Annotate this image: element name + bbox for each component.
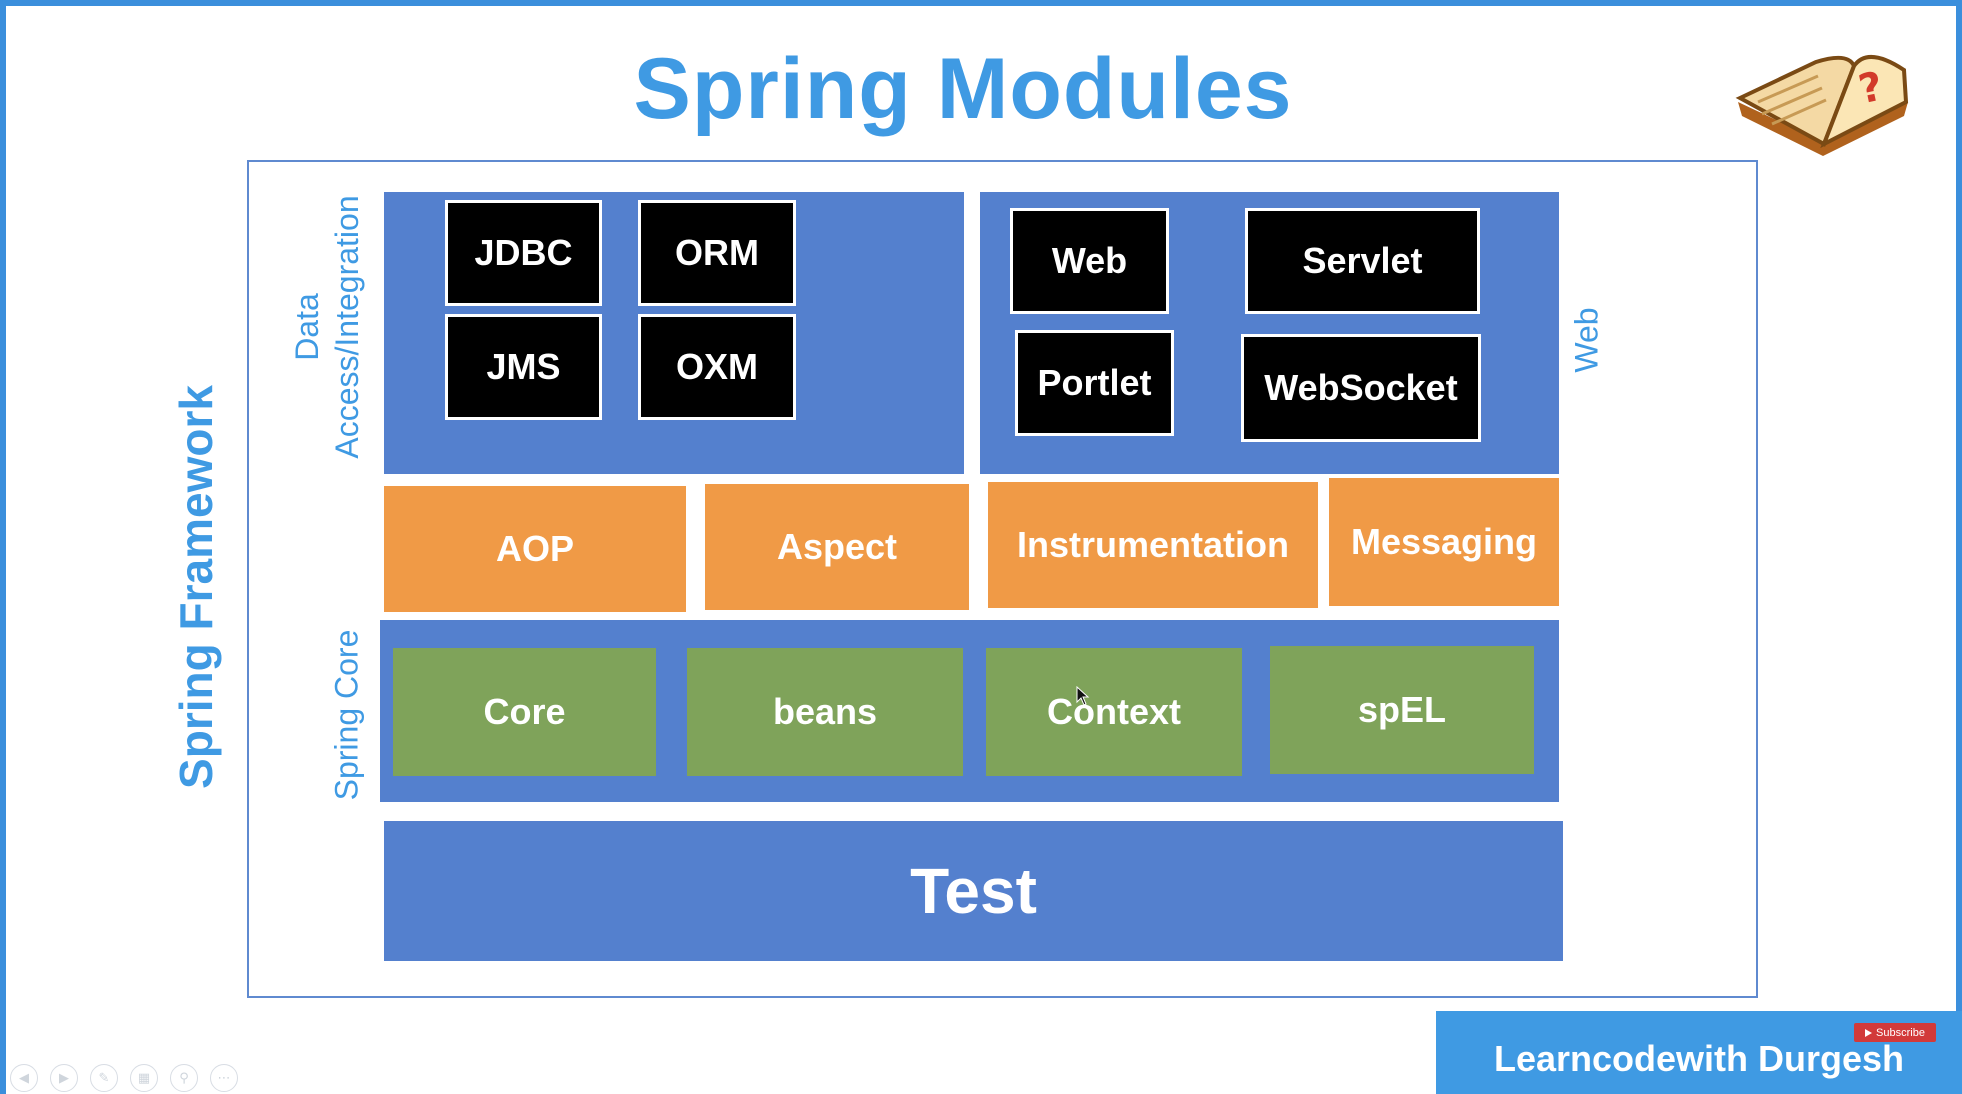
data-access-integration-label: Data Access/Integration xyxy=(289,195,365,459)
spring-framework-container xyxy=(247,160,1758,998)
slideshow-next-icon[interactable]: ▶ xyxy=(50,1064,78,1092)
slideshow-controls: ◀ ▶ ✎ ▦ ⚲ ⋯ xyxy=(10,1064,238,1092)
messaging-module: Messaging xyxy=(1329,478,1559,606)
oxm-module: OXM xyxy=(638,314,796,420)
spel-module: spEL xyxy=(1270,646,1534,774)
beans-module: beans xyxy=(687,648,963,776)
aop-module: AOP xyxy=(384,486,686,612)
servlet-module: Servlet xyxy=(1245,208,1480,314)
more-options-icon[interactable]: ⋯ xyxy=(210,1064,238,1092)
subscribe-button[interactable]: Subscribe xyxy=(1854,1023,1936,1042)
jdbc-module: JDBC xyxy=(445,200,602,306)
portlet-module: Portlet xyxy=(1015,330,1174,436)
cursor-icon xyxy=(1076,686,1090,706)
pen-icon[interactable]: ✎ xyxy=(90,1064,118,1092)
websocket-module: WebSocket xyxy=(1241,334,1481,442)
test-module: Test xyxy=(384,821,1563,961)
spring-core-label: Spring Core xyxy=(328,629,365,801)
subscribe-label: Subscribe xyxy=(1876,1026,1925,1039)
slideshow-previous-icon[interactable]: ◀ xyxy=(10,1064,38,1092)
web-module: Web xyxy=(1010,208,1169,314)
context-module: Context xyxy=(986,648,1242,776)
spring-framework-label: Spring Framework xyxy=(170,385,222,789)
core-module: Core xyxy=(393,648,656,776)
slide-title: Spring Modules xyxy=(633,41,1293,137)
zoom-icon[interactable]: ⚲ xyxy=(170,1064,198,1092)
open-book-question-icon: ? xyxy=(1735,55,1909,156)
youtube-play-icon xyxy=(1865,1028,1873,1037)
window-frame-top xyxy=(0,0,1962,6)
window-frame-right xyxy=(1956,0,1962,1094)
jms-module: JMS xyxy=(445,314,602,420)
slides-grid-icon[interactable]: ▦ xyxy=(130,1064,158,1092)
window-frame-left xyxy=(0,0,6,1094)
web-label: Web xyxy=(1568,307,1605,373)
instrumentation-module: Instrumentation xyxy=(988,482,1318,608)
aspect-module: Aspect xyxy=(705,484,969,610)
orm-module: ORM xyxy=(638,200,796,306)
